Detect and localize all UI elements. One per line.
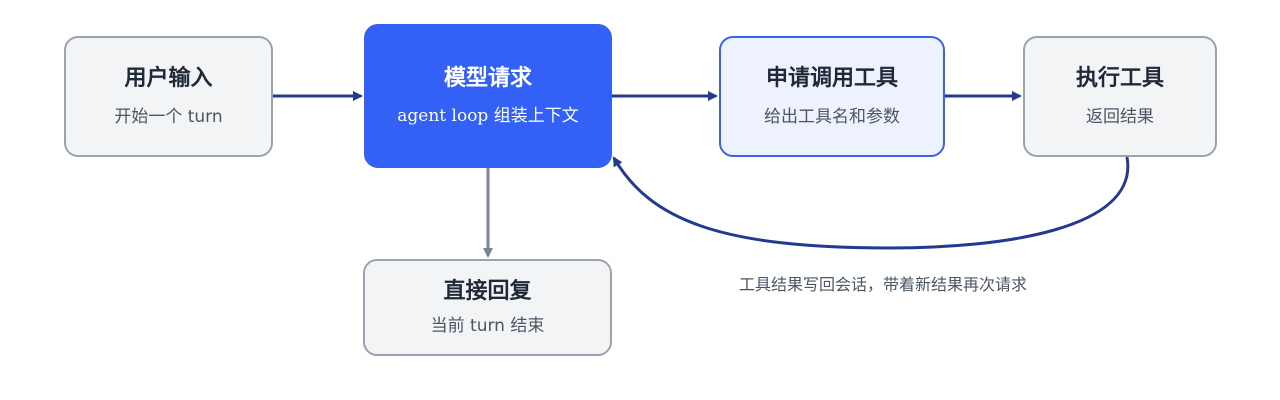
- node-model-request-subtitle: agent loop 组装上下文: [397, 106, 579, 126]
- node-request-tool-title: 申请调用工具: [765, 66, 898, 92]
- node-model-request-title: 模型请求: [443, 65, 532, 91]
- node-direct-reply-title: 直接回复: [443, 279, 532, 305]
- node-execute-tool-title: 执行工具: [1075, 66, 1164, 92]
- node-request-tool: 申请调用工具 给出工具名和参数: [719, 36, 945, 157]
- node-request-tool-subtitle: 给出工具名和参数: [764, 106, 900, 127]
- edge-execute-back-to-model: [612, 156, 1130, 250]
- node-execute-tool: 执行工具 返回结果: [1023, 36, 1217, 157]
- node-user-input-title: 用户输入: [124, 66, 213, 92]
- loop-edge-label: 工具结果写回会话，带着新结果再次请求: [739, 275, 1028, 294]
- node-user-input: 用户输入 开始一个 turn: [64, 36, 273, 157]
- node-model-request: 模型请求 agent loop 组装上下文: [364, 24, 612, 168]
- node-user-input-subtitle: 开始一个 turn: [114, 106, 223, 127]
- node-direct-reply: 直接回复 当前 turn 结束: [363, 259, 612, 356]
- node-execute-tool-subtitle: 返回结果: [1086, 106, 1154, 127]
- node-direct-reply-subtitle: 当前 turn 结束: [430, 315, 545, 336]
